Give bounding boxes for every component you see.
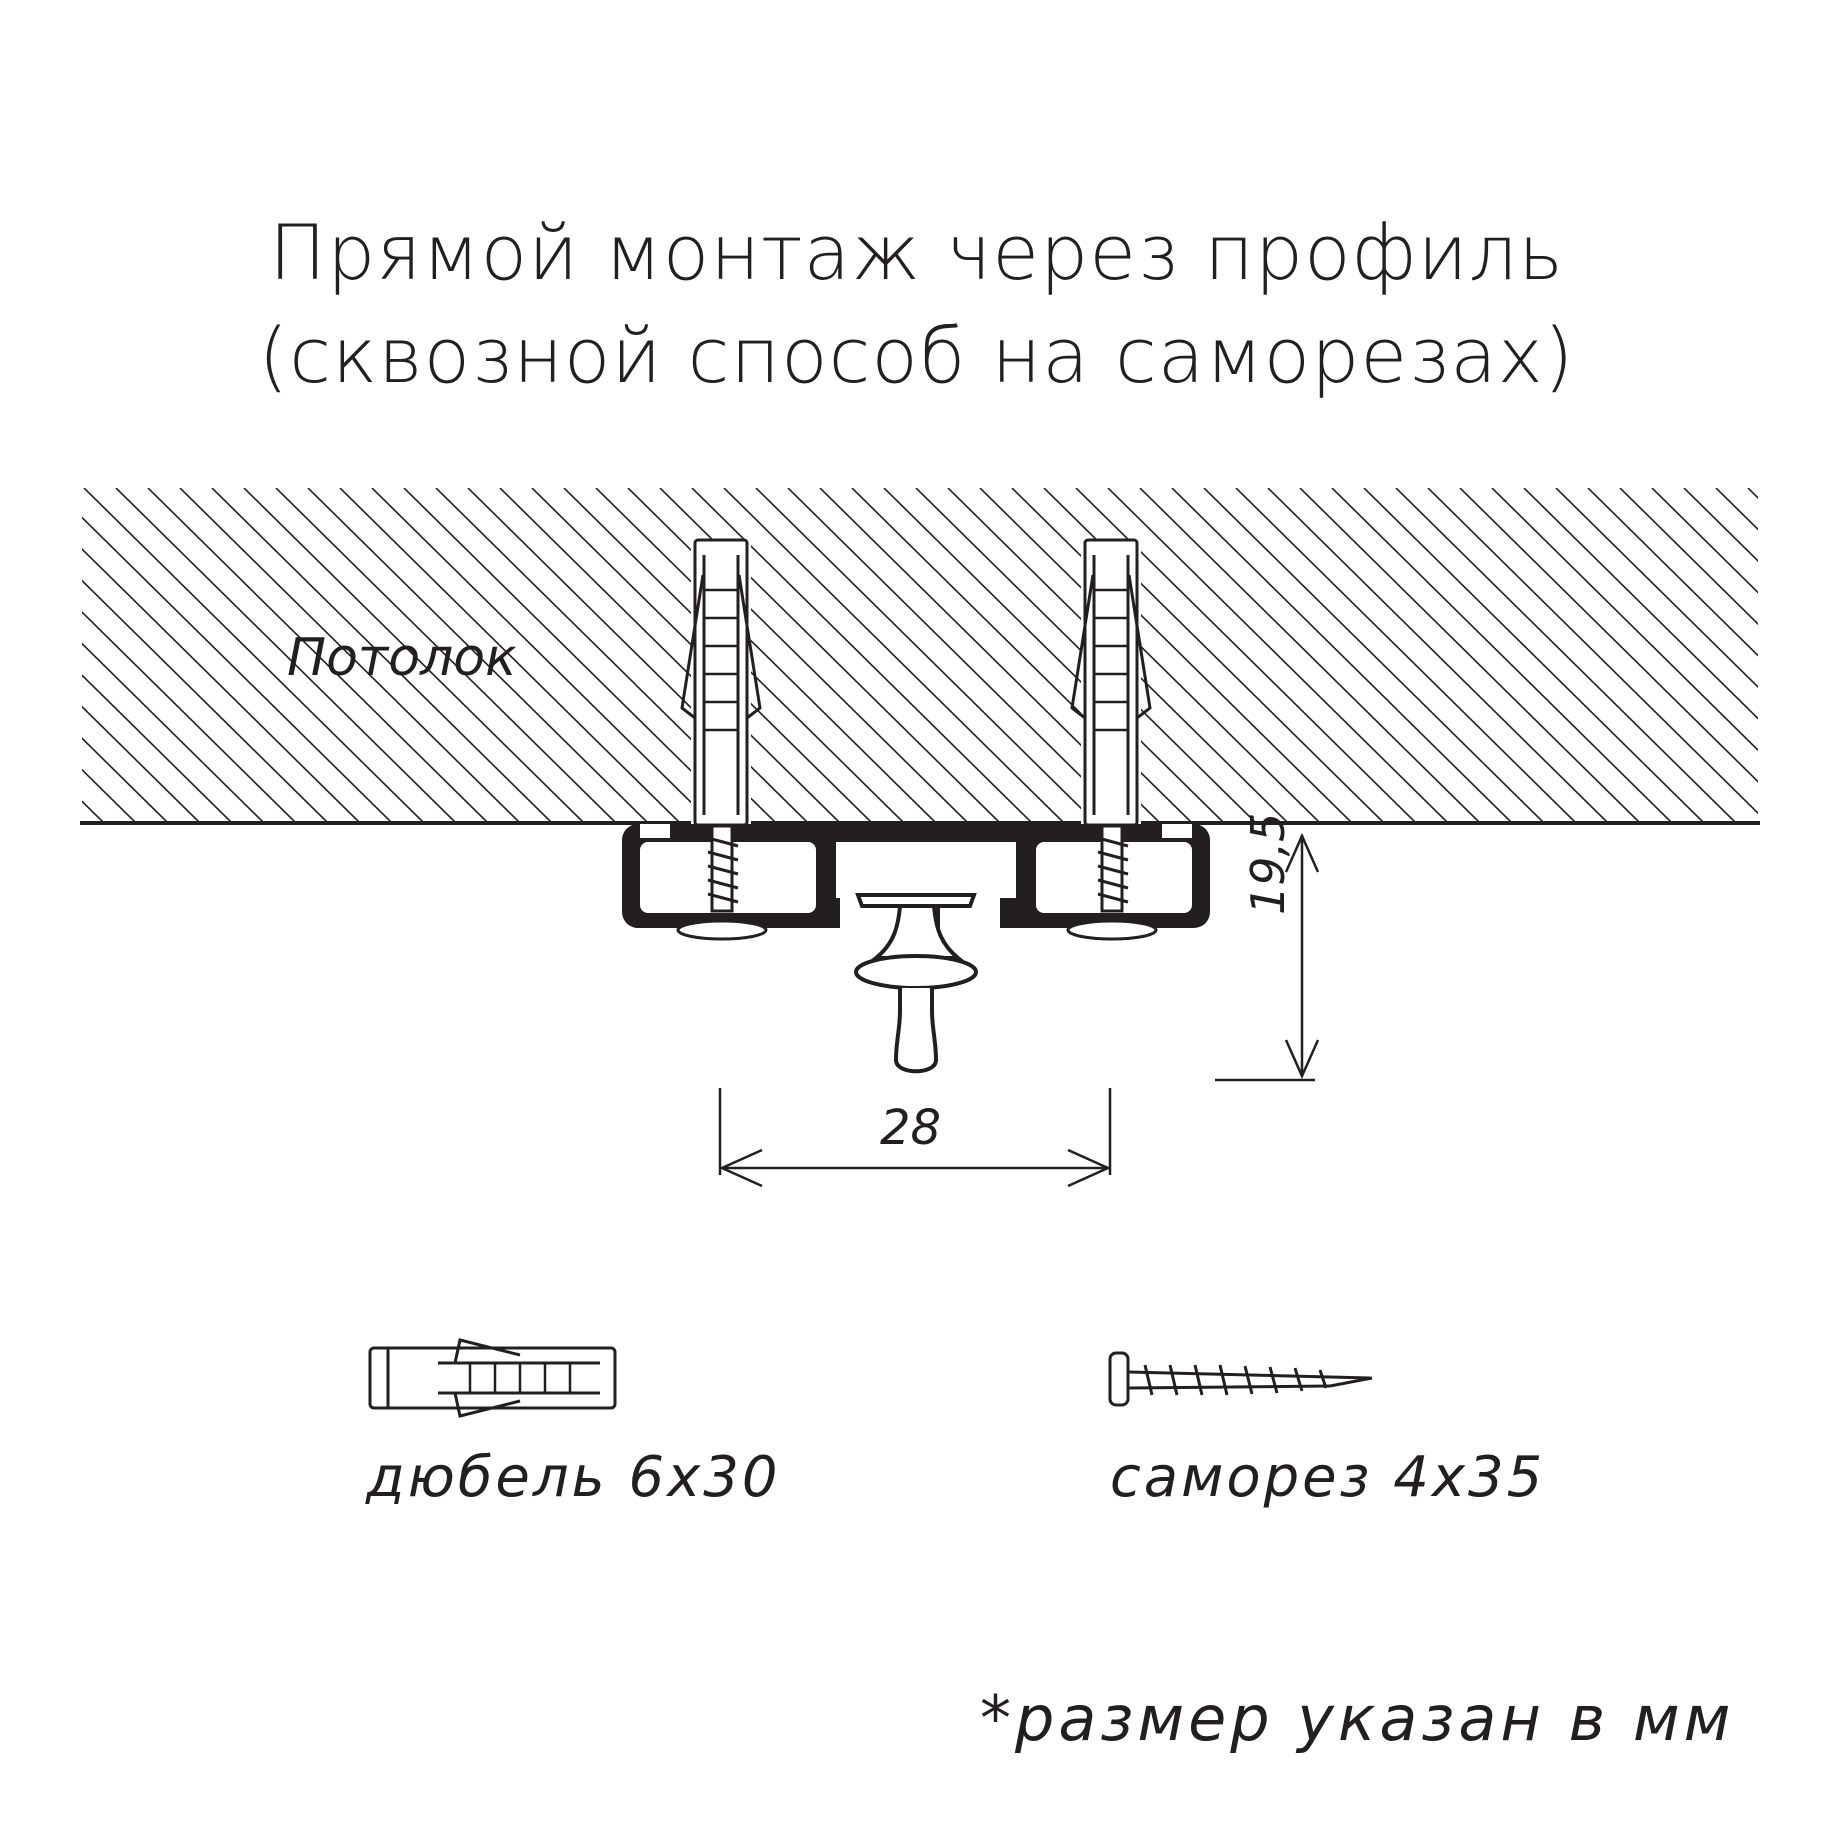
hatch-line: [1331, 488, 1673, 823]
dimension-height-label: 19,5: [1241, 812, 1295, 915]
hatch-line: [82, 800, 105, 823]
hatch-line: [82, 547, 361, 823]
hatch-line: [595, 488, 937, 823]
hatch-line: [403, 488, 745, 823]
dowel-left: [680, 538, 762, 827]
dowel-right: [1070, 538, 1152, 827]
dowel-icon: [368, 1338, 617, 1418]
screw-icon: [1108, 1351, 1373, 1407]
dimension-width: [718, 1088, 1112, 1188]
hatch-line: [1139, 488, 1481, 823]
hatch-line: [243, 488, 585, 823]
hook: [854, 893, 978, 1074]
hatch-line: [179, 488, 521, 823]
hatch-line: [979, 488, 1321, 823]
hatch-line: [1107, 488, 1449, 823]
screw-in-profile-right: [1066, 824, 1158, 941]
title-line-1: Прямой монтаж через профиль: [268, 208, 1565, 297]
hatch-line: [307, 488, 649, 823]
dimension-height: [1215, 832, 1320, 1082]
hatch-line: [371, 488, 713, 823]
hatch-line: [1812, 488, 1833, 823]
hatch-line: [82, 611, 297, 823]
hatch-line: [275, 488, 617, 823]
hatch-line: [1747, 488, 1758, 499]
hatch-line: [1715, 488, 1758, 531]
screw-in-profile-left: [676, 824, 768, 941]
hatch-line: [82, 737, 169, 823]
hatch-line: [1427, 488, 1758, 815]
ceiling-hatch: [0, 488, 1833, 823]
hatch-line: [467, 488, 809, 823]
hatch-line: [1780, 488, 1833, 823]
hatch-line: [755, 488, 1097, 823]
hatch-line: [883, 488, 1225, 823]
hatch-line: [82, 674, 233, 823]
hatch-line: [0, 488, 40, 823]
dimension-width-label: 28: [880, 1100, 942, 1156]
hatch-line: [1555, 488, 1758, 689]
title-line-2: (сквозной способ на саморезах): [258, 311, 1575, 400]
hatch-line: [147, 488, 489, 823]
hatch-line: [1523, 488, 1758, 720]
hatch-line: [82, 705, 201, 823]
hatch-line: [82, 642, 265, 823]
hatch-line: [1267, 488, 1609, 823]
hatch-line: [83, 488, 425, 823]
hatch-line: [1619, 488, 1758, 626]
hatch-line: [339, 488, 681, 823]
hatch-line: [0, 488, 72, 823]
hatch-line: [1683, 488, 1758, 563]
hatch-line: [1459, 488, 1758, 783]
ceiling-label: Потолок: [287, 628, 517, 688]
hatch-line: [115, 488, 457, 823]
hatch-line: [1491, 488, 1758, 752]
dowel-caption: дюбель 6х30: [366, 1445, 781, 1510]
hatch-line: [1011, 488, 1353, 823]
hatch-line: [1395, 488, 1737, 823]
hatch-line: [1363, 488, 1705, 823]
hatch-line: [1235, 488, 1577, 823]
hatch-line: [82, 768, 137, 823]
hatch-line: [1651, 488, 1758, 594]
hatch-line: [1203, 488, 1545, 823]
hatch-line: [787, 488, 1129, 823]
hatch-line: [82, 579, 329, 823]
screw-caption: саморез 4х35: [1110, 1445, 1546, 1510]
hatch-line: [723, 488, 1065, 823]
hatch-line: [627, 488, 969, 823]
units-footnote: *размер указан в мм: [980, 1682, 1735, 1755]
hatch-line: [499, 488, 841, 823]
hatch-line: [1587, 488, 1758, 657]
hatch-line: [1171, 488, 1513, 823]
hatch-line: [211, 488, 553, 823]
hatch-line: [1299, 488, 1641, 823]
hatch-line: [82, 516, 393, 823]
